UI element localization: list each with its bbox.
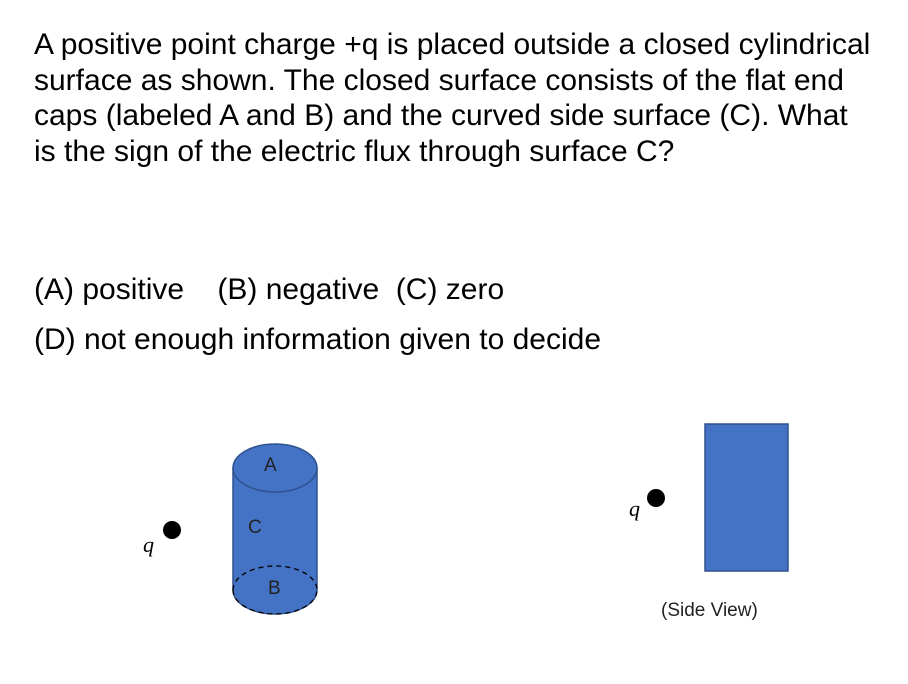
point-charge-dot-right bbox=[647, 489, 665, 507]
charge-label-right: q bbox=[629, 496, 640, 521]
choices-row-2: (D) not enough information given to deci… bbox=[34, 323, 602, 356]
side-view-caption: (Side View) bbox=[661, 600, 758, 621]
top-cap-label: A bbox=[264, 455, 277, 476]
charge-label-left: q bbox=[143, 532, 154, 557]
choices-row-1: (A) positive (B) negative (C) zero bbox=[34, 273, 505, 306]
point-charge-dot-left bbox=[163, 521, 181, 539]
side-view: q (Side View) bbox=[629, 423, 789, 621]
side-surface-label: C bbox=[248, 517, 262, 538]
cylinder-side-view-rect bbox=[704, 423, 789, 572]
answer-choices: (A) positive (B) negative (C) zero (D) n… bbox=[34, 265, 601, 365]
bottom-cap-front-edge bbox=[232, 589, 318, 615]
bottom-cap-hidden-edge bbox=[232, 565, 318, 591]
top-cap-a bbox=[232, 443, 318, 493]
bottom-cap-label: B bbox=[268, 578, 281, 599]
question-text: A positive point charge +q is placed out… bbox=[34, 28, 871, 168]
cylinder-3d-view: q A C B bbox=[143, 443, 318, 615]
